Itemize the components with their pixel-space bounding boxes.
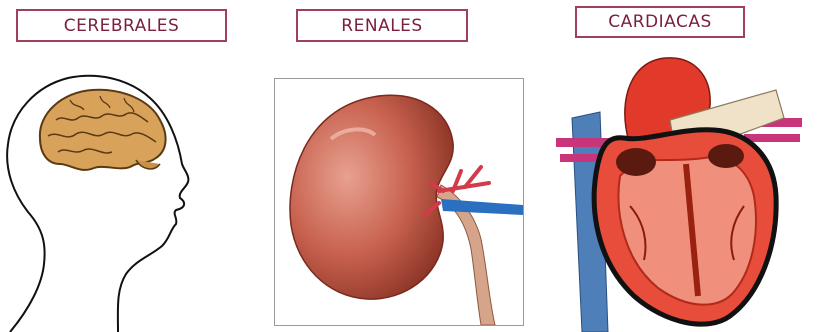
brain-icon xyxy=(40,90,166,170)
label-cardiacas-text: CARDIACAS xyxy=(608,12,712,32)
brain-illustration xyxy=(0,60,260,332)
heart-icon xyxy=(594,130,776,324)
label-cardiacas: CARDIACAS xyxy=(575,6,745,38)
vein-icon xyxy=(441,199,523,215)
kidney-icon xyxy=(290,95,453,299)
kidney-illustration xyxy=(274,78,524,326)
label-renales-text: RENALES xyxy=(341,16,422,36)
heart-illustration xyxy=(548,46,828,332)
label-renales: RENALES xyxy=(296,9,468,42)
label-cerebrales: CEREBRALES xyxy=(16,9,227,42)
label-cerebrales-text: CEREBRALES xyxy=(64,16,180,36)
